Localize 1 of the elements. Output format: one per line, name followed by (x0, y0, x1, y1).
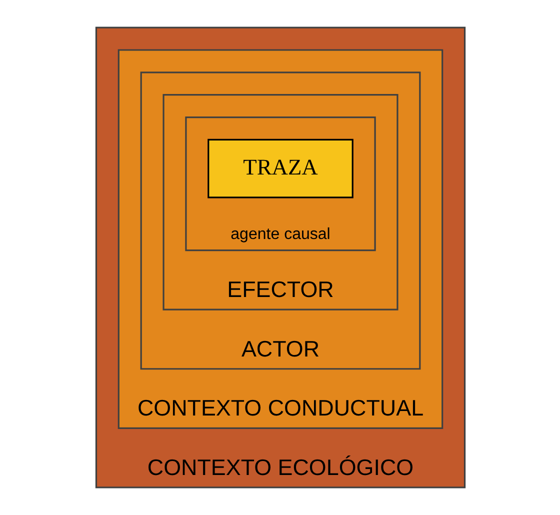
node-box: TRAZA (207, 138, 353, 198)
